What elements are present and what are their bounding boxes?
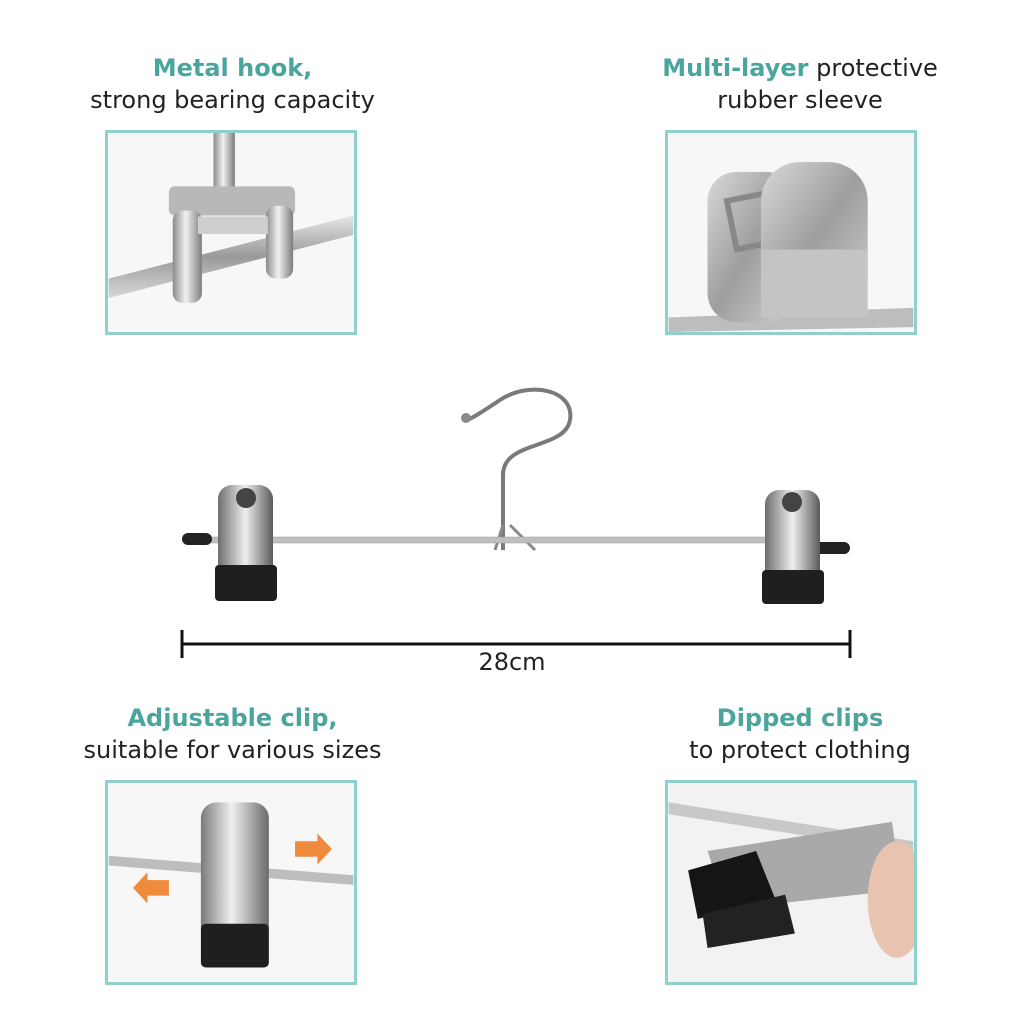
caption-text: to protect clothing (689, 736, 911, 764)
caption-highlight: Adjustable clip, (127, 704, 338, 732)
dipped-clips-illustration (668, 783, 914, 982)
photo-rubber-sleeve (665, 130, 917, 335)
caption-highlight: Dipped clips (716, 704, 884, 732)
photo-adjustable-clip (105, 780, 357, 985)
caption-metal-hook: Metal hook, strong bearing capacity (60, 52, 405, 116)
caption-text-line2: rubber sleeve (717, 86, 883, 114)
left-clip (215, 485, 277, 601)
caption-text: strong bearing capacity (90, 86, 375, 114)
rubber-sleeve-illustration (668, 162, 914, 332)
metal-hook-illustration (108, 133, 354, 303)
caption-dipped-clips: Dipped clips to protect clothing (640, 702, 960, 766)
caption-highlight: Multi-layer (662, 54, 809, 82)
hanger-illustration (170, 380, 860, 610)
hanger-bar (204, 536, 816, 544)
photo-dipped-clips (665, 780, 917, 985)
caption-highlight: Metal hook, (152, 54, 313, 82)
adjustable-clip-illustration (108, 802, 354, 968)
dimension-line (170, 620, 860, 690)
dimension-label: 28cm (478, 648, 546, 676)
caption-text: suitable for various sizes (83, 736, 382, 764)
arrow-left-icon (132, 872, 169, 904)
caption-adjustable-clip: Adjustable clip, suitable for various si… (60, 702, 405, 766)
right-clip (762, 490, 824, 604)
arrow-right-icon (295, 833, 332, 865)
caption-text: protective (808, 54, 938, 82)
hook (465, 387, 573, 550)
caption-rubber-sleeve: Multi-layer protective rubber sleeve (640, 52, 960, 116)
photo-metal-hook (105, 130, 357, 335)
